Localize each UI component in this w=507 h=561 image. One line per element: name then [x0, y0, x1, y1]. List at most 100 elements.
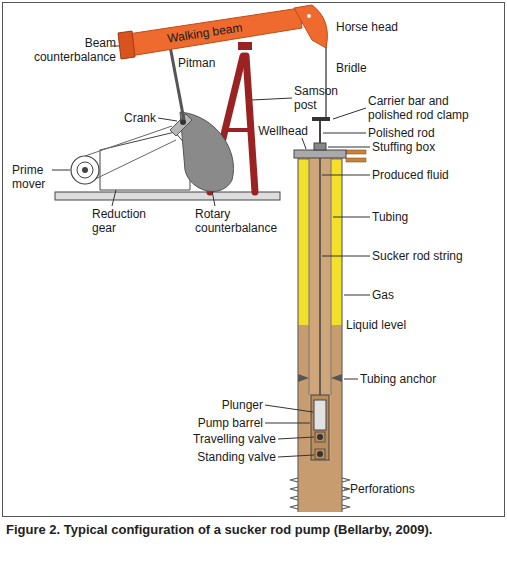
- polished-rod: [319, 121, 321, 143]
- part-label: Polished rod: [368, 126, 435, 140]
- walking-beam: [294, 5, 327, 48]
- rotary-counterbalance: [170, 112, 233, 191]
- frame: [3, 3, 505, 517]
- walking-beam: [128, 8, 302, 56]
- well: [298, 160, 309, 325]
- pump: [315, 449, 325, 459]
- perforations: [342, 505, 350, 509]
- part-label: Liquid level: [346, 318, 406, 332]
- reduction-gear: [85, 126, 190, 190]
- pump: [317, 434, 323, 440]
- pump: [311, 395, 329, 460]
- part-label: Plunger: [222, 398, 263, 412]
- well: [309, 158, 310, 395]
- leader-line: [333, 108, 366, 119]
- reduction-gear: [85, 126, 172, 156]
- well: [331, 160, 342, 325]
- skid: [55, 192, 280, 200]
- part-label: Perforations: [350, 482, 415, 496]
- pump: [314, 400, 326, 430]
- prime-mover: [71, 156, 99, 184]
- prime-mover: [71, 156, 99, 184]
- well: [297, 158, 298, 512]
- part-label: Produced fluid: [372, 168, 449, 182]
- well: [319, 150, 321, 400]
- part-label: Bridle: [336, 61, 367, 75]
- wellhead: [346, 150, 366, 154]
- perforations: [342, 487, 350, 491]
- part-label: Sucker rod string: [372, 249, 463, 263]
- leader-line: [333, 217, 370, 218]
- leader-line: [212, 191, 215, 206]
- pump: [311, 395, 329, 460]
- leader-line: [265, 423, 310, 424]
- perforations: [290, 505, 298, 509]
- walking-beam: [118, 31, 135, 59]
- part-label: Gas: [372, 288, 394, 302]
- perforations: [342, 478, 350, 482]
- part-label: Wellhead: [258, 124, 308, 138]
- well: [298, 150, 342, 512]
- leader-line: [322, 175, 370, 176]
- perforations: [290, 487, 298, 491]
- pump: [317, 451, 323, 457]
- leader-line: [322, 256, 370, 257]
- figure-caption: Figure 2. Typical configuration of a suc…: [6, 522, 500, 538]
- reduction-gear: [100, 132, 190, 190]
- part-label: Tubing anchor: [360, 372, 436, 386]
- frame: [3, 3, 505, 517]
- part-label: Crank: [124, 111, 156, 125]
- leader-line: [52, 46, 370, 489]
- polished-rod: [312, 117, 330, 121]
- tubing-anchor: [331, 374, 342, 382]
- well: [331, 158, 332, 395]
- part-label: Rotary counterbalance: [195, 207, 285, 235]
- leader-line: [112, 190, 116, 206]
- part-label: Tubing: [372, 210, 408, 224]
- part-label: Pitman: [178, 56, 215, 70]
- well: [341, 158, 342, 512]
- samson-post: [228, 128, 250, 132]
- perforations: [290, 478, 298, 482]
- prime-mover: [82, 167, 88, 173]
- walking-beam: [307, 14, 311, 18]
- part-label: Samson post: [294, 84, 346, 112]
- leader-line: [265, 405, 313, 412]
- part-label: Prime mover: [12, 163, 52, 191]
- skid: [55, 192, 280, 200]
- part-label: Horse head: [336, 20, 398, 34]
- leader-line: [252, 98, 292, 100]
- perforations: [290, 478, 350, 509]
- leader-line: [344, 489, 348, 490]
- perforations: [290, 496, 298, 500]
- leader-line: [323, 133, 366, 134]
- wellhead: [346, 158, 366, 162]
- walking-beam: [118, 5, 327, 59]
- part-label: Standing valve: [197, 450, 276, 464]
- leader-line: [52, 170, 70, 171]
- perforations: [342, 496, 350, 500]
- part-label: Pump barrel: [198, 416, 263, 430]
- part-label: Stuffing box: [372, 140, 435, 154]
- leader-line: [278, 437, 314, 439]
- leader-line: [344, 295, 370, 296]
- wellhead: [314, 143, 326, 150]
- leader-line: [302, 138, 306, 149]
- walking-beam: [238, 42, 252, 50]
- leader-line: [328, 147, 370, 148]
- part-label: Reduction gear: [92, 207, 156, 235]
- reduction-gear: [85, 140, 176, 184]
- wellhead: [294, 150, 346, 158]
- leader-line: [158, 118, 177, 121]
- pump: [315, 432, 325, 442]
- tubing-anchor: [298, 374, 309, 382]
- polished-rod: [325, 40, 327, 117]
- leader-line: [278, 455, 314, 457]
- rotary-counterbalance: [170, 114, 192, 136]
- samson-post: [246, 56, 255, 192]
- part-label: Carrier bar and polished rod clamp: [368, 94, 486, 122]
- leader-line: [344, 379, 358, 380]
- part-label: Travelling valve: [193, 432, 276, 446]
